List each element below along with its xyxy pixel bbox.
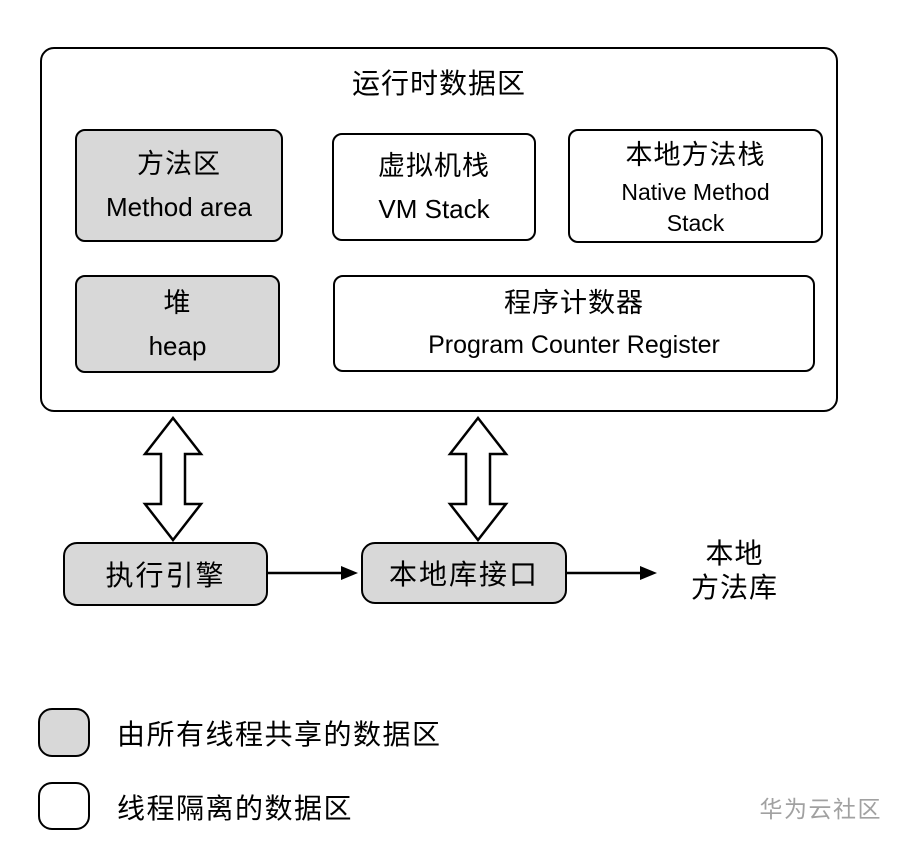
native-method-library-line-1: 本地 [705,538,764,569]
native-method-stack-label-zh: 本地方法栈 [625,139,766,170]
heap-box: 堆 heap [75,275,280,373]
legend-shared-swatch [38,708,90,757]
program-counter-label-zh: 程序计数器 [504,288,644,318]
native-method-library-line-2: 方法库 [690,572,778,603]
native-method-stack-box: 本地方法栈 Native Method Stack [568,129,823,243]
runtime-data-area-title: 运行时数据区 [351,68,526,99]
bidirectional-arrow-icon [142,416,204,542]
vm-stack-box: 虚拟机栈 VM Stack [332,133,536,241]
program-counter-label-en: Program Counter Register [428,331,720,359]
right-arrow-icon [268,566,358,580]
method-area-label-en: Method area [106,192,252,222]
legend-isolated-label: 线程隔离的数据区 [117,792,354,824]
watermark-text: 华为云社区 [759,796,882,822]
vm-stack-label-zh: 虚拟机栈 [378,150,490,181]
heap-label-zh: 堆 [163,287,192,318]
method-area-box: 方法区 Method area [75,129,283,242]
method-area-label-zh: 方法区 [137,149,221,179]
heap-label-en: heap [148,330,207,361]
native-library-interface-box: 本地库接口 [361,542,567,604]
execution-engine-label: 执行引擎 [105,560,226,591]
native-method-library-label: 本地 方法库 [662,537,807,605]
native-library-interface-label: 本地库接口 [388,559,539,590]
vm-stack-label-en: VM Stack [378,193,490,224]
native-method-stack-label-en-2: Stack [666,209,725,236]
bidirectional-arrow-icon [447,416,509,542]
execution-engine-box: 执行引擎 [63,542,268,606]
native-method-stack-label-en-1: Native Method [621,178,770,205]
right-arrow-icon [567,566,657,580]
program-counter-box: 程序计数器 Program Counter Register [333,275,815,372]
legend-shared-label: 由所有线程共享的数据区 [117,718,442,750]
legend-isolated-swatch [38,782,90,830]
